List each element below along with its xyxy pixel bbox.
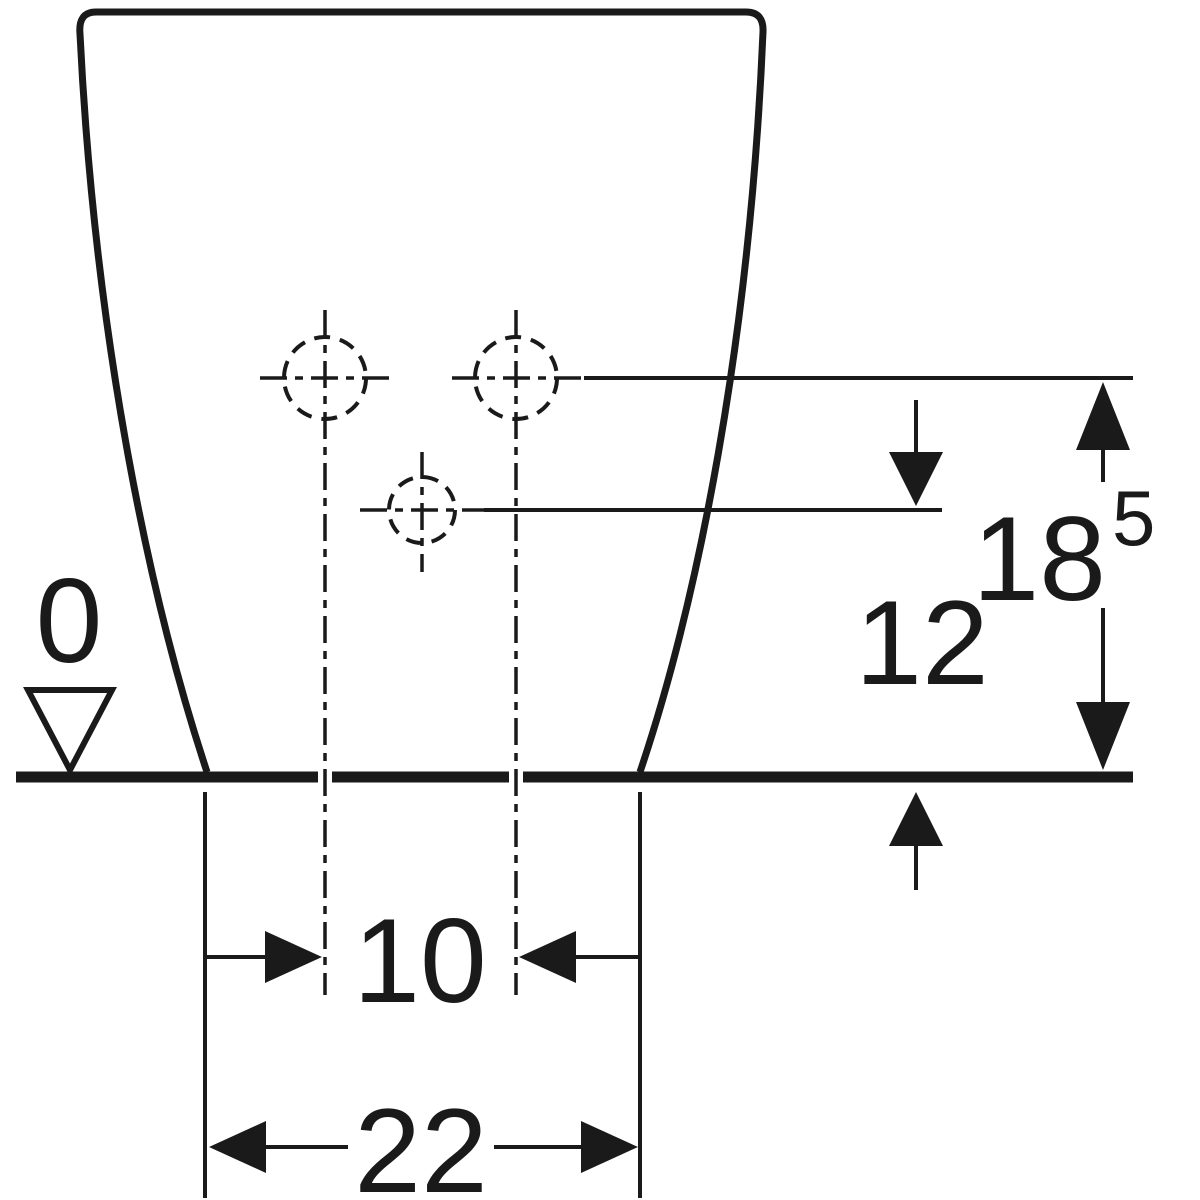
arrow-right-icon [581,1121,638,1173]
dimension-upper-height [962,382,1162,770]
upper-height-label: 18 [973,492,1106,626]
lower-height-label: 12 [855,576,988,710]
arrow-left-icon [209,1121,266,1173]
dimension-lower-height [889,400,943,890]
fixing-hole-center [387,475,457,545]
arrow-down-icon [1076,702,1130,770]
arrow-up-icon [1076,382,1130,450]
upper-height-superscript: 5 [1112,474,1155,562]
arrow-left-icon [519,931,576,983]
dimension-base-width [209,1121,638,1173]
datum-triangle-icon [23,687,117,777]
datum-level-label: 0 [36,554,103,688]
dimension-hole-spacing [207,931,642,983]
base-width-label: 22 [354,1084,487,1200]
arrow-down-icon [889,452,943,506]
appliance-outline [76,8,767,774]
hole-spacing-label: 10 [353,894,486,1028]
arrow-right-icon [265,931,322,983]
arrow-up-icon [889,792,943,846]
